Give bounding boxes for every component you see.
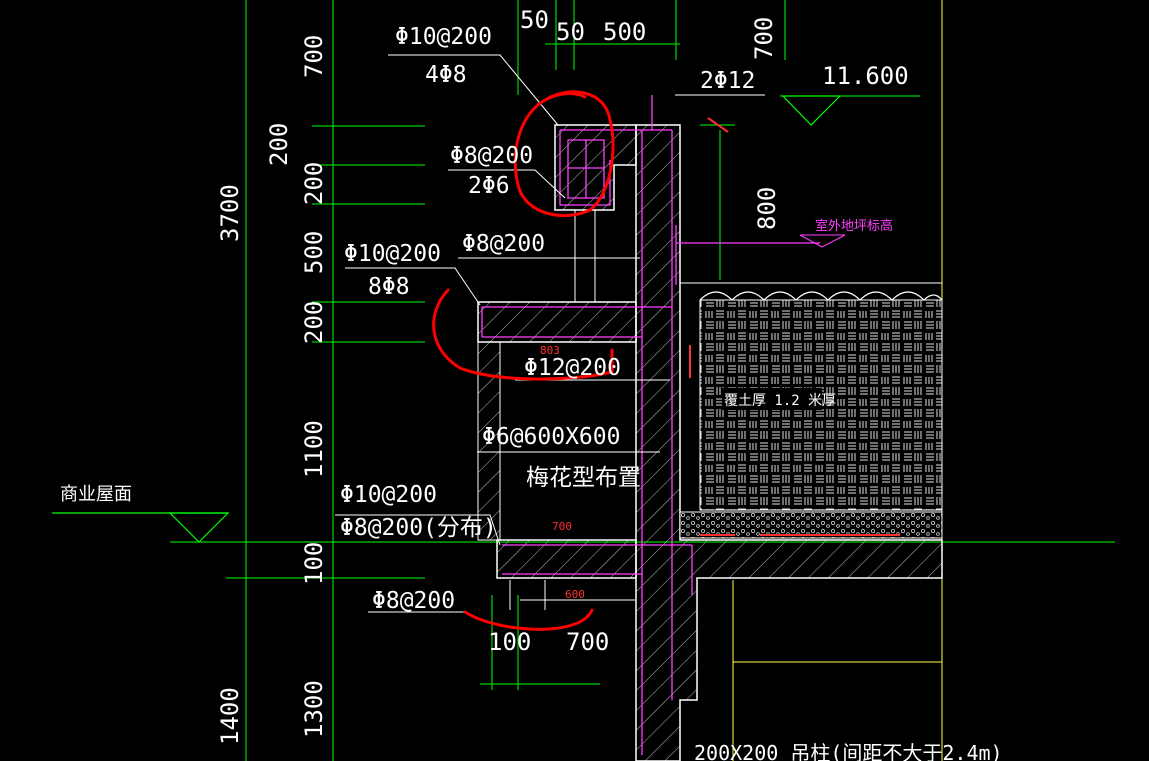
red-dimension-texts: 803 700 600 xyxy=(540,344,585,601)
label-top-2phi12: 2Φ12 xyxy=(700,68,755,94)
label-top-sub: 4Φ8 xyxy=(425,62,467,88)
dimension-texts: 50 50 500 700 700 200 200 3700 500 200 1… xyxy=(216,6,781,745)
rebar-label-texts: Φ10@200 4Φ8 2Φ12 Φ8@200 2Φ6 Φ8@200 Φ10@2… xyxy=(340,24,755,614)
label-low-main: Φ10@200 xyxy=(340,482,437,508)
note-bottom-beam: 200X200 吊柱(间距不大于2.4m) xyxy=(694,741,1003,761)
dim-v-1300: 1300 xyxy=(300,680,328,738)
elev-outdoor-label: 室外地坪标高 xyxy=(815,218,893,234)
dim-top-50-right: 50 xyxy=(556,18,585,46)
dim-top-500: 500 xyxy=(603,18,646,46)
label-wall-vertical: Φ8@200 xyxy=(462,231,545,257)
dim-red-700: 700 xyxy=(552,520,572,533)
middle-cantilever xyxy=(477,301,637,343)
dim-v-1400: 1400 xyxy=(216,687,244,745)
label-tie: Φ6@600X600 xyxy=(482,424,620,450)
hanging-wall xyxy=(477,341,501,541)
elev-roof-label: 商业屋面 xyxy=(60,484,132,505)
elevation-marker-top xyxy=(781,95,842,126)
leader-lines xyxy=(335,54,765,613)
elevation-texts: 11.600 室外地坪标高 商业屋面 xyxy=(60,62,909,505)
dim-bottom-700: 700 xyxy=(566,628,609,656)
label-tie-note: 梅花型布置 xyxy=(526,465,641,491)
markup-circle-top xyxy=(513,90,615,218)
green-vertical-lines xyxy=(245,0,786,761)
dim-v-1100: 1100 xyxy=(300,420,328,478)
slab-marks xyxy=(689,117,900,536)
dim-v-200-b: 200 xyxy=(300,162,328,205)
label-mid-bottom: Φ12@200 xyxy=(524,355,621,381)
dim-v-100: 100 xyxy=(300,542,328,585)
red-markups xyxy=(432,90,615,631)
rebar-lines xyxy=(481,95,820,755)
elev-top: 11.600 xyxy=(822,62,909,90)
upper-wall-strip xyxy=(574,209,596,303)
dim-v-700: 700 xyxy=(300,35,328,78)
markup-arc-bottom xyxy=(463,608,594,631)
dim-red-803: 803 xyxy=(540,344,560,357)
dim-v-200-c: 200 xyxy=(300,301,328,344)
dim-v-3700: 3700 xyxy=(216,184,244,242)
label-top-main: Φ10@200 xyxy=(395,24,492,50)
label-low-bottom: Φ8@200 xyxy=(372,588,455,614)
label-upper-hook: Φ8@200 xyxy=(450,143,533,169)
dim-v-800: 800 xyxy=(753,187,781,230)
lower-cantilever xyxy=(496,539,637,579)
dim-top-50-left: 50 xyxy=(520,6,549,34)
dim-v-500: 500 xyxy=(300,231,328,274)
note-soil: 覆土厚 1.2 米厚 xyxy=(724,393,836,409)
dim-top-700: 700 xyxy=(750,17,778,60)
markup-arc-middle xyxy=(432,288,614,381)
note-texts: 覆土厚 1.2 米厚 200X200 吊柱(间距不大于2.4m) xyxy=(694,388,1003,761)
dim-v-200-a: 200 xyxy=(265,123,293,166)
vertical-wall xyxy=(635,124,943,761)
outdoor-elevation-marker xyxy=(799,234,846,248)
label-upper-hook-sub: 2Φ6 xyxy=(468,173,510,199)
dim-bottom-100: 100 xyxy=(488,628,531,656)
dim-red-600: 600 xyxy=(565,588,585,601)
soil-fill xyxy=(679,282,943,539)
label-mid-main: Φ10@200 xyxy=(344,241,441,267)
elevation-marker-roof xyxy=(52,512,230,543)
label-low-dist: Φ8@200(分布) xyxy=(340,515,497,541)
label-mid-sub: 8Φ8 xyxy=(368,274,410,300)
